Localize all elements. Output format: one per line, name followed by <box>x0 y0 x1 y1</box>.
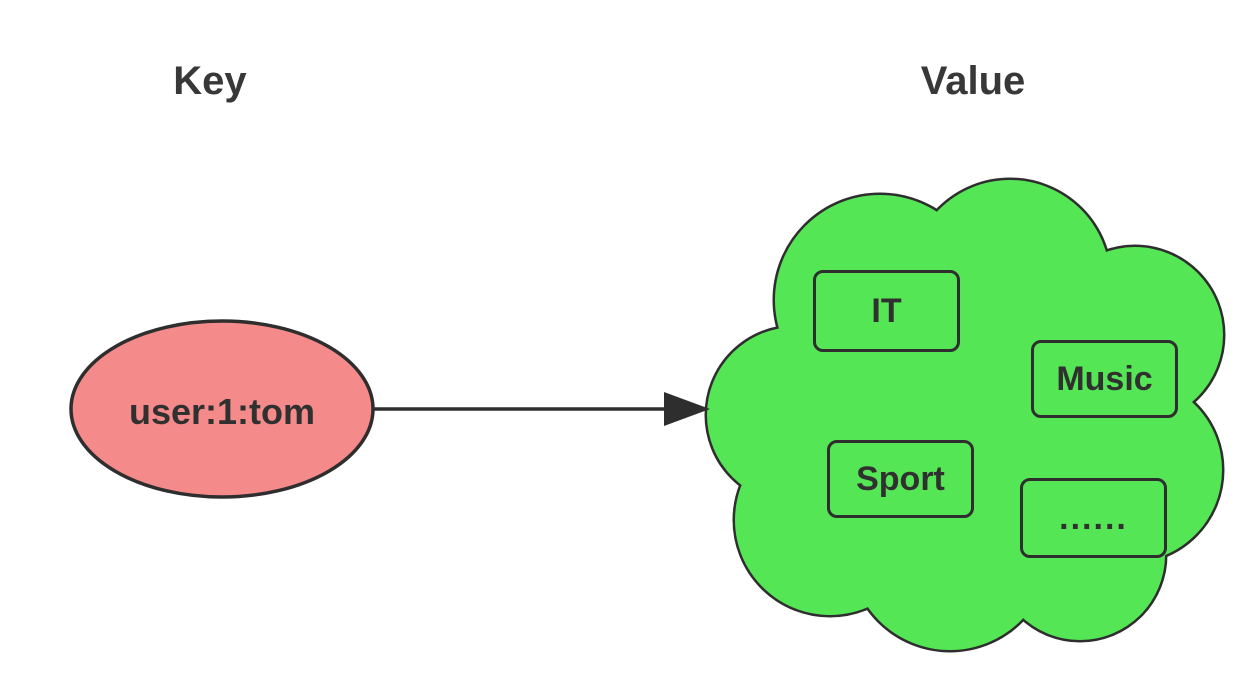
value-item-label: IT <box>871 291 902 330</box>
value-heading: Value <box>920 59 1026 103</box>
value-item-more: ...... <box>1020 478 1167 558</box>
value-item-music: Music <box>1031 340 1178 418</box>
value-item-sport: Sport <box>827 440 974 518</box>
key-to-value-arrow <box>374 392 710 426</box>
value-item-label: Music <box>1056 359 1153 398</box>
key-ellipse-shape <box>69 319 375 499</box>
value-item-it: IT <box>813 270 960 352</box>
value-item-label: Sport <box>856 459 945 498</box>
value-item-label: ...... <box>1059 498 1128 537</box>
key-node-label: user:1:tom <box>128 391 316 432</box>
key-heading: Key <box>173 59 247 103</box>
arrowhead-icon <box>664 392 710 426</box>
